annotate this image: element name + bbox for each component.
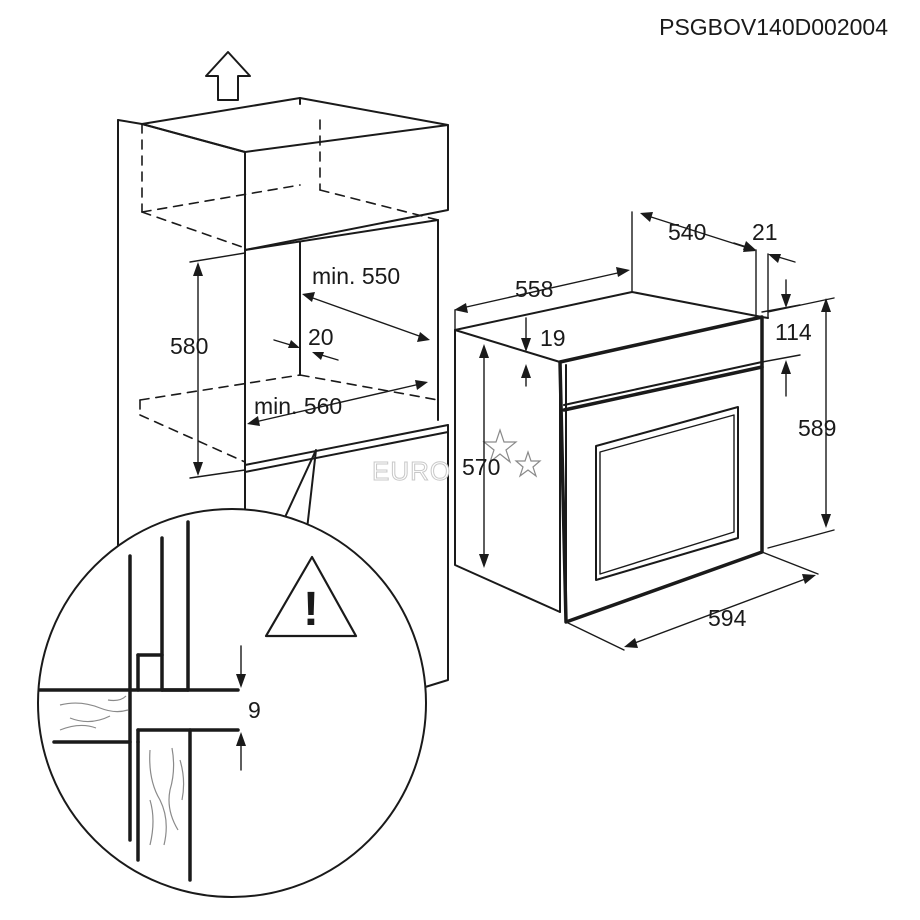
cabinet-height-dimension xyxy=(189,252,246,479)
cabinet-height-label: 580 xyxy=(170,333,208,359)
up-arrow-icon xyxy=(205,51,251,101)
warning-triangle-icon: ! xyxy=(264,555,358,638)
oven xyxy=(454,291,769,624)
oven-total-height-dimension xyxy=(767,297,835,549)
oven-top-depth-dimension xyxy=(454,211,633,331)
oven-total-height-label: 589 xyxy=(798,415,836,441)
watermark-star-icon xyxy=(514,450,542,478)
oven-panel-top-dimension xyxy=(521,317,531,387)
cabinet-gap-label: 20 xyxy=(308,324,334,350)
detail-gap-label: 9 xyxy=(248,697,261,723)
cabinet-width-dimension xyxy=(247,380,428,426)
detail-magnifier: ! xyxy=(37,508,427,898)
oven-front-thickness-label: 21 xyxy=(752,219,778,245)
cabinet-width-label: min. 560 xyxy=(254,393,342,419)
product-code: PSGBOV140D002004 xyxy=(659,14,888,40)
detail-callout-pointer xyxy=(279,449,317,539)
oven-panel-top-label: 19 xyxy=(540,325,566,351)
oven-width-label: 594 xyxy=(708,605,747,631)
cabinet-depth-label: min. 550 xyxy=(312,263,400,289)
oven-front-thickness-dimension xyxy=(733,241,796,319)
cabinet-gap-dimension xyxy=(273,339,339,361)
oven-panel-height-dimension xyxy=(761,279,801,397)
cabinet xyxy=(117,97,449,689)
watermark-text: EURO xyxy=(372,456,451,486)
warning-symbol: ! xyxy=(303,583,319,636)
cabinet-depth-dimension xyxy=(302,292,430,342)
oven-panel-height-label: 114 xyxy=(775,319,812,345)
watermark-star-icon xyxy=(482,428,518,464)
oven-body-depth-label: 540 xyxy=(668,219,706,245)
oven-width-dimension xyxy=(565,551,819,651)
oven-body-height-label: 570 xyxy=(462,454,500,480)
oven-body-height-dimension xyxy=(479,344,489,568)
oven-top-depth-label: 558 xyxy=(515,276,553,302)
